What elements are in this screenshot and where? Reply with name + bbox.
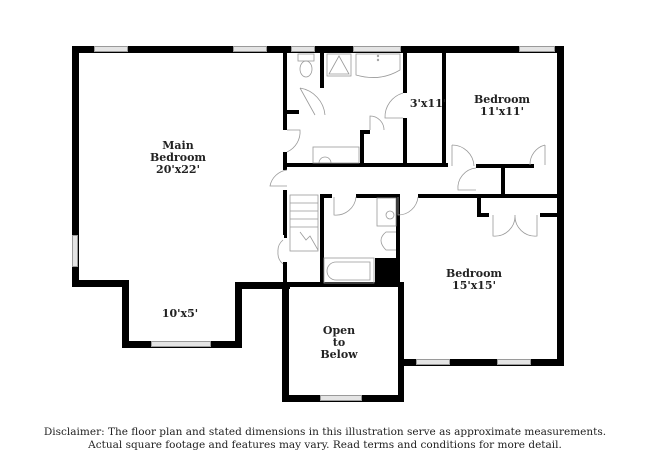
wall-bath-stub [287,110,299,114]
door-bed2-closet-icon [529,144,546,166]
wall-hall-bottom-right [418,194,560,198]
bath2-toilet-icon [380,231,396,251]
wall-closet-bed3-h-left [477,213,489,217]
room-bedroom-3-size: 15'x15' [452,279,496,292]
window-open-bottom [320,395,362,401]
door-bed3-closet-icon [492,214,538,237]
wall-main-bedroom-right-upper [283,46,287,130]
room-open-to-below: Open to Below [320,324,358,361]
room-bedroom-2-size: 11'x11' [480,105,524,118]
wall-top-right [440,46,564,53]
wall-main-bedroom-right-bottom [283,262,287,284]
door-bed2-icon [451,144,475,167]
room-bedroom-2-name: Bedroom [473,93,531,106]
window-main-top-2 [233,46,267,52]
room-closet-size: 3'x11' [409,97,447,110]
room-bedroom-3-name: Bedroom [445,267,503,280]
wall-bed2-bottom-a [476,164,534,168]
room-main-bedroom-name: Main Bedroom [149,139,207,164]
wall-closet-small-right [403,118,407,166]
wall-hall-bottom-left [320,194,332,198]
bath2-sink-icon [376,197,397,227]
door-bath-icon [299,87,326,116]
wall-closet-right [442,53,446,166]
wall-bay-left-h [72,280,128,287]
wall-hall-top [283,163,448,167]
wall-open-top [282,282,400,287]
wall-left [72,46,79,286]
wall-open-left [282,282,289,402]
disclaimer-line-1: Disclaimer: The floor plan and stated di… [43,426,607,438]
wall-closet-small-left [360,130,364,166]
door-linen-icon [457,167,477,191]
wall-bay-right-h [235,282,290,289]
window-main-left [72,235,78,267]
wall-closet-bed3-h-right [540,213,560,217]
wall-bed2-closet-divider [501,164,505,196]
window-bed3-bottom-2 [497,359,531,365]
bathtub-icon [355,53,401,78]
vanity-sink-icon [312,146,360,164]
window-bay-bottom [151,341,211,347]
window-bath-top-1 [291,46,315,52]
door-walkin-icon [384,92,404,119]
toilet-icon [297,53,315,78]
wall-main-bedroom-right-mid [283,152,287,170]
door-bed3-icon [397,196,419,216]
shower-icon [326,53,352,77]
wall-bath2-left [320,194,324,284]
wall-bath2-right [396,194,400,286]
bath2-tub-icon [323,257,375,284]
door-bath2-icon [333,196,357,216]
disclaimer-line-2: Actual square footage and features may v… [88,439,562,451]
room-bay-size: 10'x5' [161,307,199,320]
wall-bed3-bottom [398,359,564,366]
wall-right [557,46,564,366]
bath2-chase [375,258,397,284]
wall-bay-right-v [235,282,242,348]
wall-open-right [398,282,404,402]
stairs-icon [289,194,319,252]
door-stair-closet-icon [277,239,284,265]
door-closet-small-icon [369,115,385,131]
room-main-bedroom-size: 20'x22' [156,163,200,176]
wall-closet-small-top [360,130,370,134]
wall-toilet-divider [320,53,324,88]
wall-top-left [72,46,286,53]
wall-hall-bottom-mid [356,194,398,198]
window-bed2-top [519,46,555,52]
door-main-bath-icon [286,129,301,153]
window-bed3-bottom-1 [416,359,450,365]
disclaimer: Disclaimer: The floor plan and stated di… [0,426,650,452]
door-main-hall-icon [269,169,288,187]
window-bath-top-2 [353,46,401,52]
wall-closet-bed3-left [477,194,481,216]
wall-closet-upper [403,53,407,93]
wall-bay-left-v [122,280,129,348]
window-main-top-1 [94,46,128,52]
wall-stair-left [284,190,287,238]
